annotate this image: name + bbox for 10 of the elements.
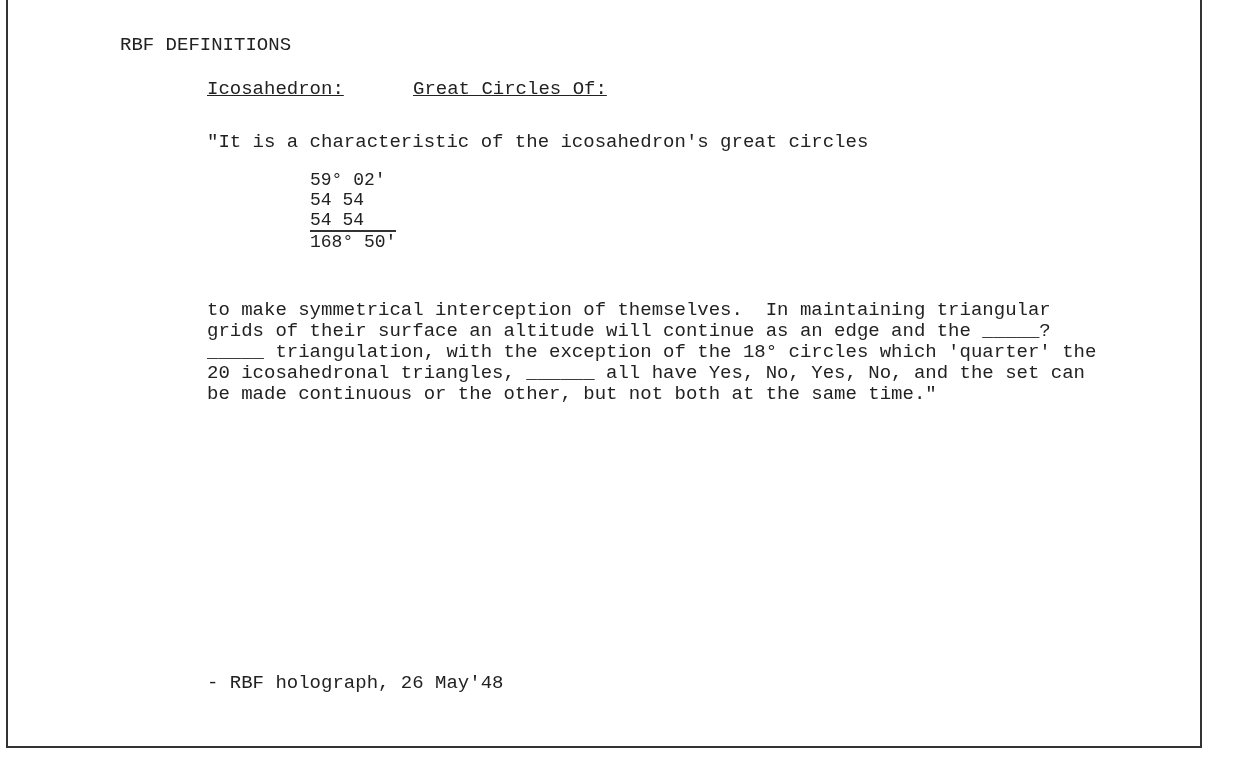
sum-total: 168° 50' bbox=[310, 230, 397, 252]
sum-row: 59° 02' bbox=[310, 170, 386, 190]
quote-text: "It is a characteristic of the icosahedron's great circles bbox=[207, 131, 869, 153]
sum-row: 54 54 bbox=[310, 190, 364, 210]
heading: RBF DEFINITIONS bbox=[120, 34, 292, 56]
sum-row: 54 54 bbox=[310, 210, 364, 230]
term-heading: Icosahedron: bbox=[207, 78, 344, 100]
citation: - RBF holograph, 26 May'48 bbox=[207, 672, 504, 694]
quote-paragraph: to make symmetrical interception of themselves. In maintaining triangular grids of their surface an altitude will continue as an edge and the _____?_____ triangulation, with the exception of the 18° circles which 'quarter' the 20 icosahedronal triangles, ______ all have Yes, No, Yes, No, and the set can be made continuous or the other, but not both at the same time." bbox=[207, 300, 1098, 405]
subheading: Great Circles Of: bbox=[413, 78, 607, 100]
